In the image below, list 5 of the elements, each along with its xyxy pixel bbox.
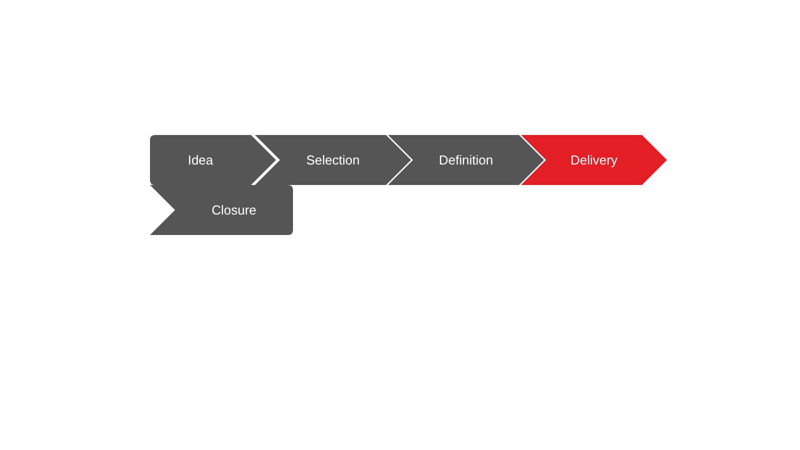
step-label: Idea	[186, 152, 214, 168]
step-label: Selection	[305, 152, 361, 168]
step-label: Delivery	[570, 152, 618, 168]
step-label: Definition	[438, 152, 494, 168]
step-label: Closure	[210, 202, 258, 218]
